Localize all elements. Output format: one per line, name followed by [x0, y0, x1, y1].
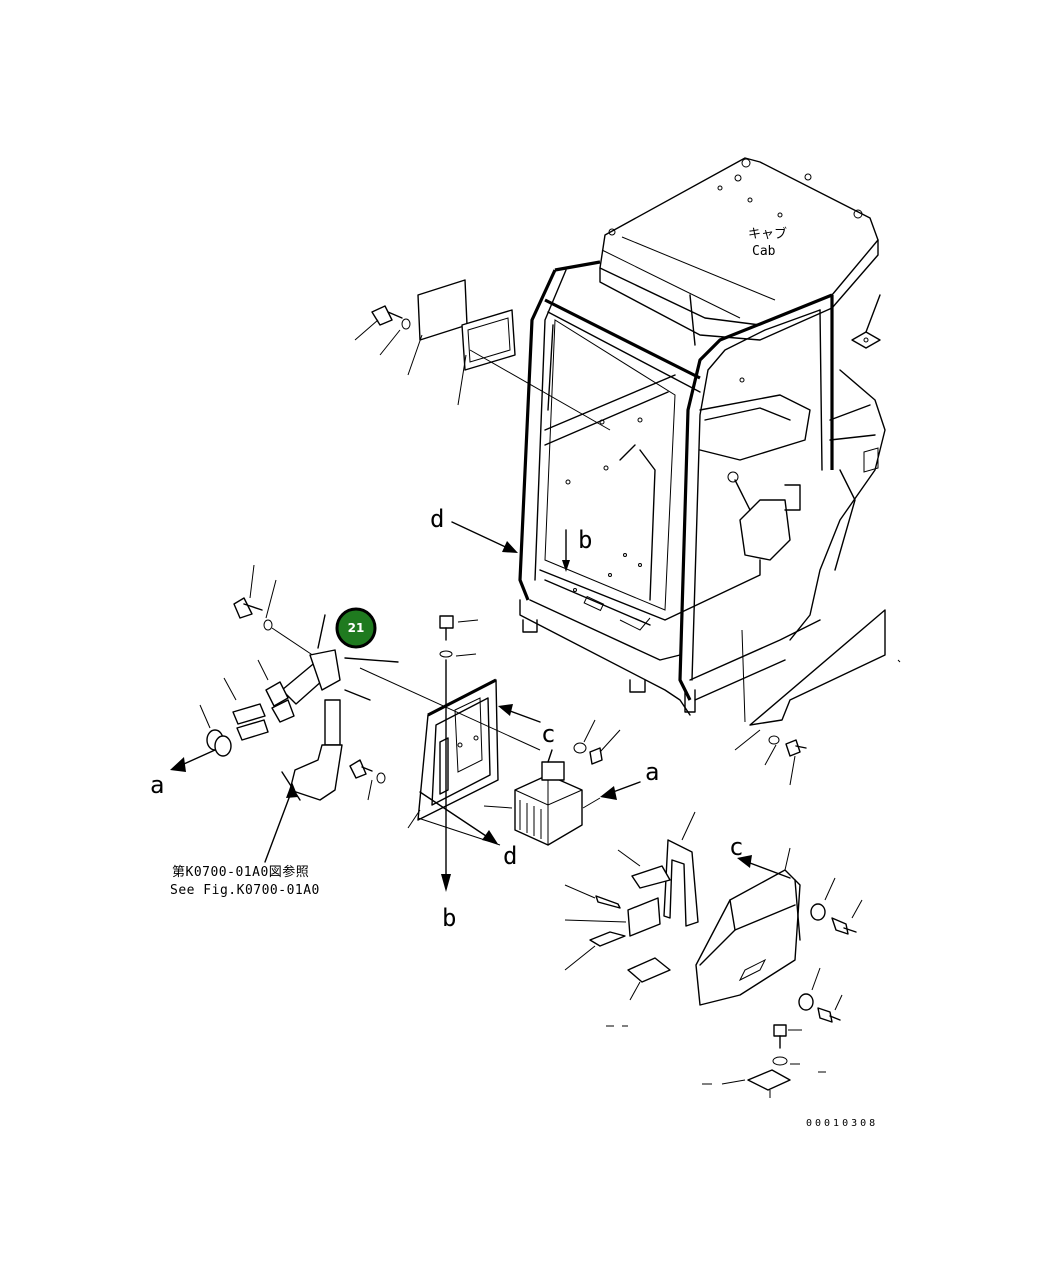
cab-label: キャブ Cab: [748, 226, 787, 259]
arrow-c-center: [498, 704, 541, 723]
duct-cover: [695, 847, 863, 1023]
drawing-number: 00010308: [806, 1118, 878, 1129]
center-bolt: [439, 615, 479, 658]
cover-plate-group: [354, 279, 611, 431]
mounting-bracket: [663, 811, 699, 927]
roof-bracket: [851, 294, 881, 349]
arrow-reference: [264, 782, 298, 863]
panel-bolt-lower: [349, 759, 386, 801]
label-d-bottom: d: [503, 842, 517, 870]
heater-unit: [483, 749, 601, 846]
floor-mat: [734, 609, 886, 786]
callout-badge-circle: [335, 607, 377, 649]
label-a-left: a: [150, 771, 164, 799]
washer-nut-c: [573, 719, 621, 765]
lower-mount-hardware: [606, 1024, 826, 1098]
arrow-c-lower: [737, 855, 791, 879]
reference-note-en: See Fig.K0700-01A0: [170, 883, 320, 898]
center-panel: [359, 667, 541, 846]
label-c-bottom: c: [729, 833, 743, 861]
reference-note-jp: 第K0700-01A0図参照: [172, 864, 309, 880]
cab-frame: [518, 157, 886, 716]
arrow-b-vertical: [441, 659, 451, 892]
callout-badge-text: 21: [348, 621, 365, 635]
label-a-right: a: [645, 758, 659, 786]
callout-badge-21[interactable]: 21: [335, 607, 377, 649]
arrow-a-left: [170, 749, 216, 772]
cab-label-en: Cab: [752, 244, 776, 259]
arrow-b-cab: [562, 529, 570, 572]
duct-assembly: [199, 564, 399, 801]
arrow-d-bottom: [419, 791, 498, 844]
cab-label-jp: キャブ: [748, 226, 787, 242]
reference-note: 第K0700-01A0図参照 See Fig.K0700-01A0: [170, 864, 320, 898]
seal-pieces: [564, 849, 671, 1001]
label-b-top: b: [578, 526, 592, 554]
arrow-d-top: [451, 521, 518, 553]
label-b-bottom: b: [442, 904, 456, 932]
label-d-top: d: [430, 505, 444, 533]
label-c-top: c: [541, 720, 555, 748]
arrow-a-right: [600, 781, 641, 800]
